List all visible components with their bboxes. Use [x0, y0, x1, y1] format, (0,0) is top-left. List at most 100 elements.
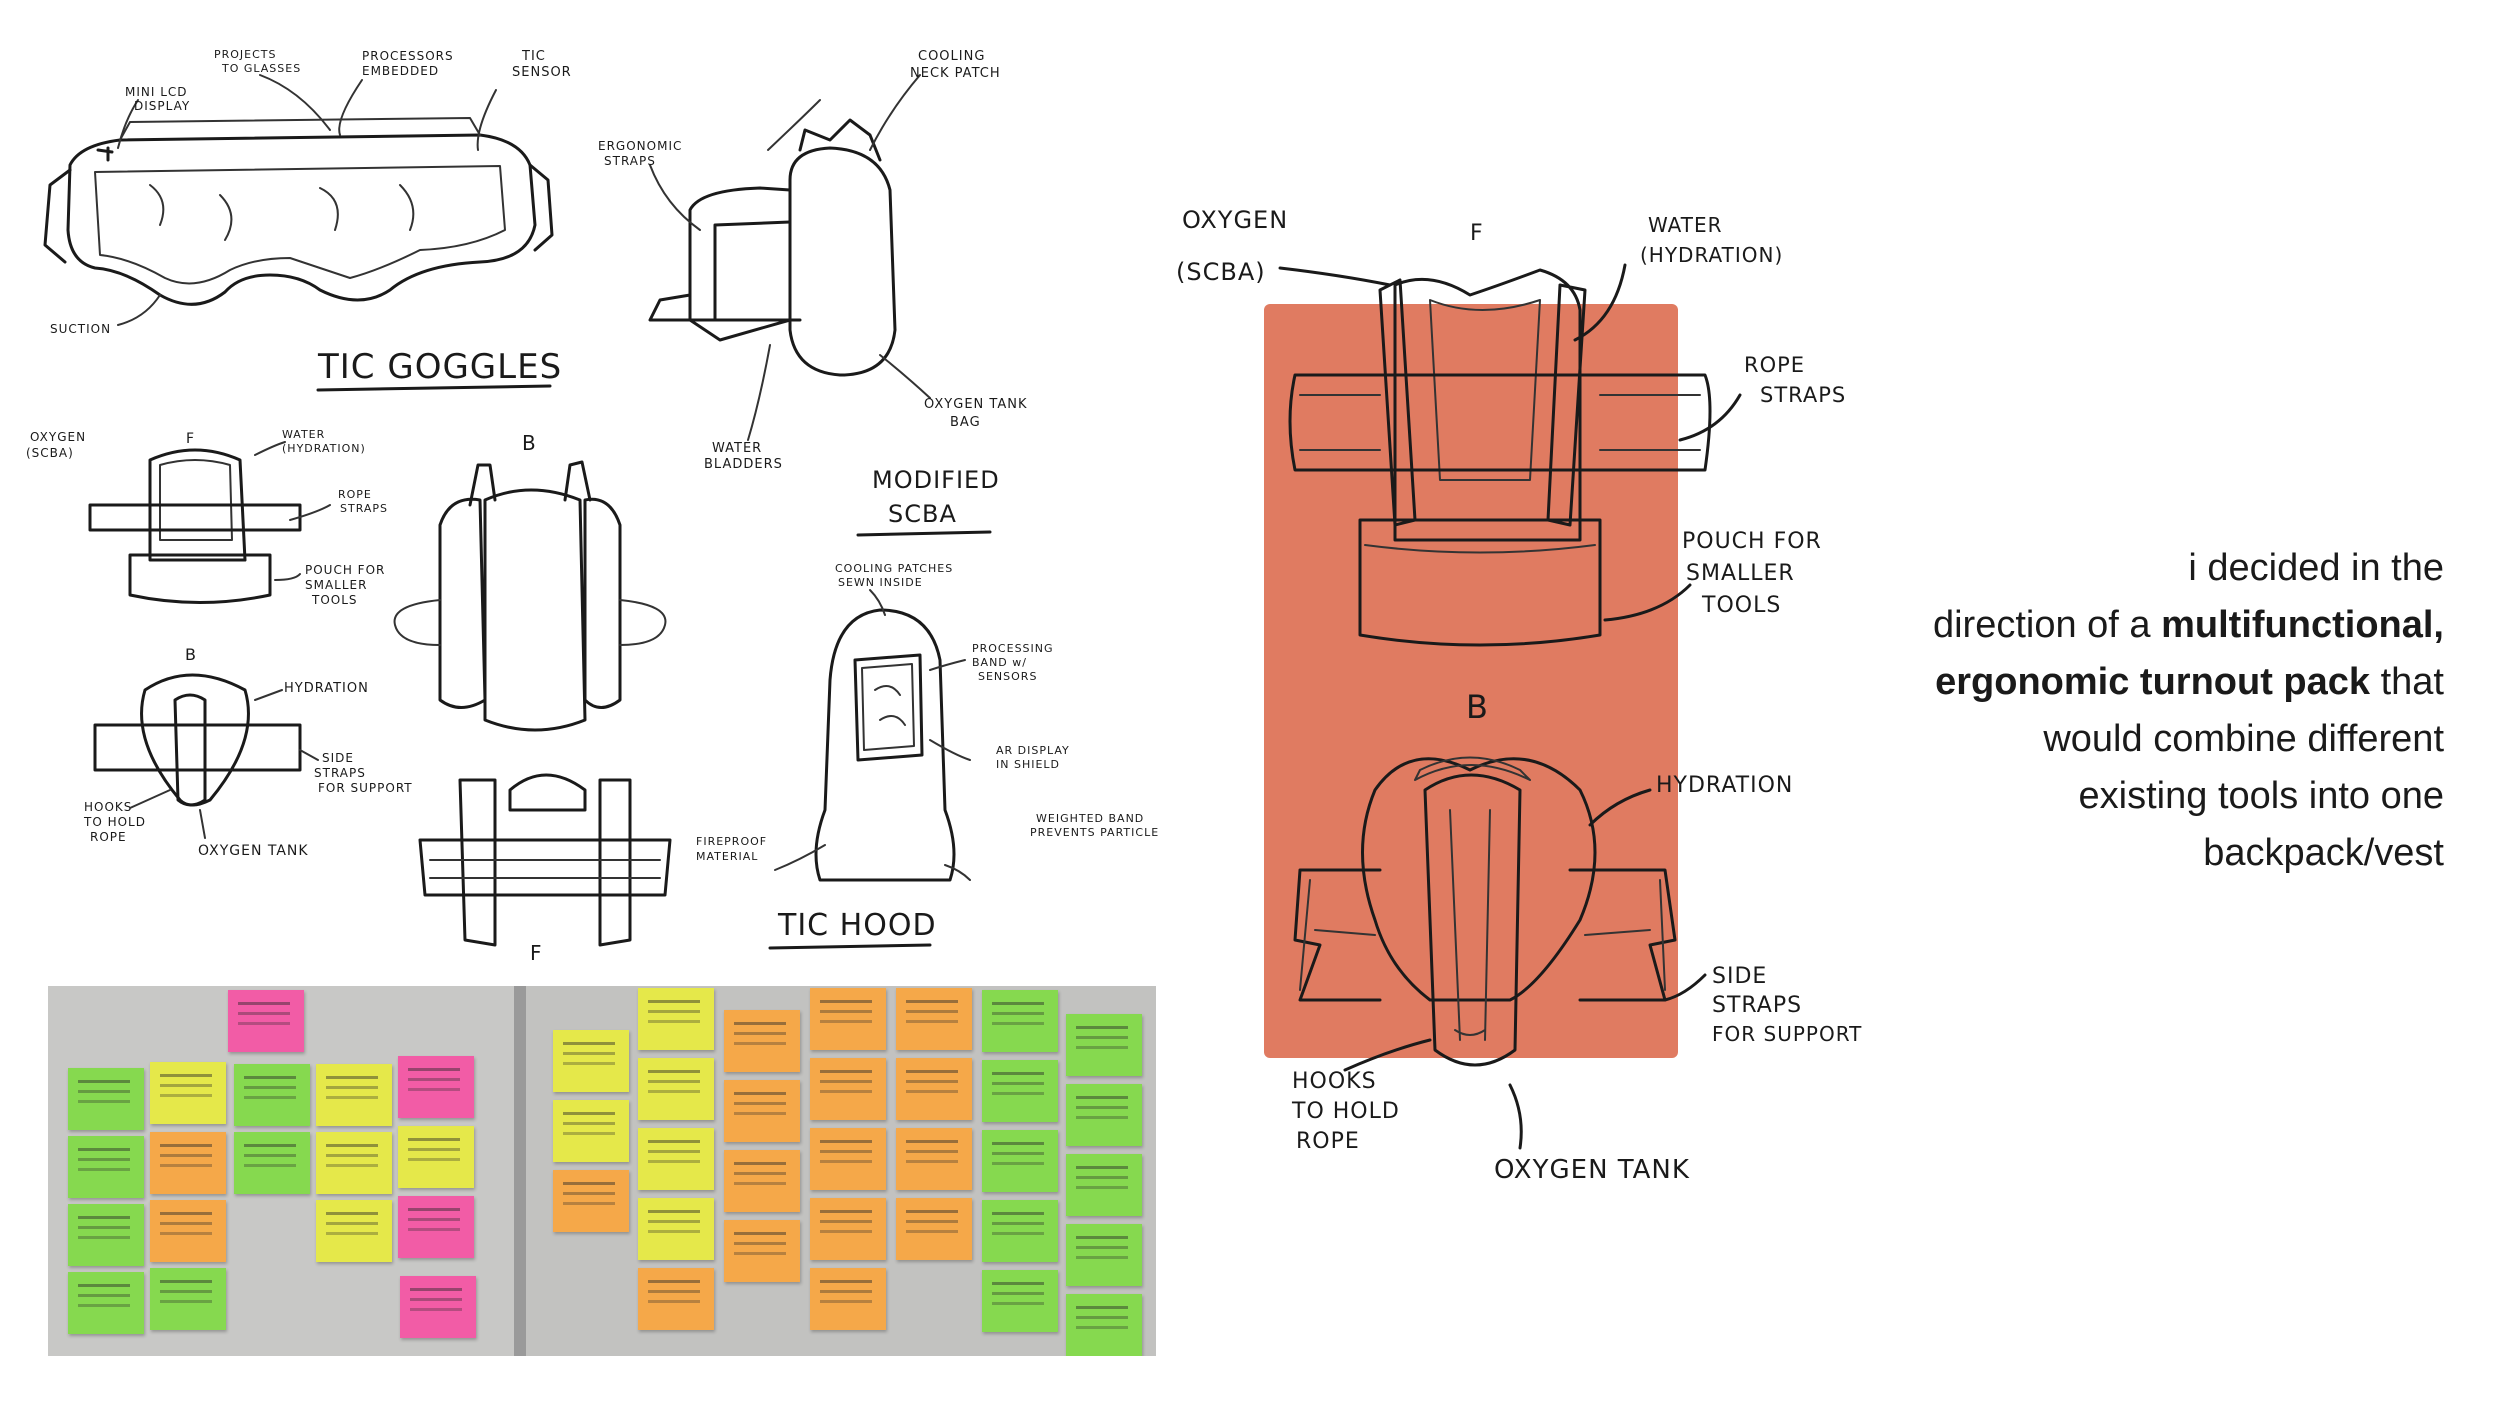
sticky-note: [810, 988, 886, 1050]
sticky-note: [638, 1058, 714, 1120]
hood-label-fire-2: MATERIAL: [696, 850, 758, 863]
big-label-pouch-2: SMALLER: [1686, 561, 1795, 586]
label-tic-1: TIC: [521, 49, 546, 64]
sticky-note: [68, 1272, 144, 1334]
description-line-3: ergonomic turnout pack that: [1744, 654, 2444, 711]
sticky-note: [896, 1128, 972, 1190]
small-label-side-2: STRAPS: [314, 766, 366, 780]
scba-title-2: SCBA: [888, 500, 957, 528]
big-label-side-1: SIDE: [1712, 964, 1767, 989]
middle-f: F: [530, 941, 543, 965]
big-label-water-1: WATER: [1648, 213, 1723, 237]
scba-label-cooling-1: COOLING: [918, 49, 985, 64]
middle-front-sketch: [418, 773, 672, 947]
sticky-note: [724, 1010, 800, 1072]
sticky-notes-photo: [48, 986, 1156, 1356]
big-label-hooks-3: ROPE: [1296, 1129, 1360, 1154]
small-label-rope-1: ROPE: [338, 488, 372, 501]
sticky-note: [896, 1058, 972, 1120]
description-line-5: existing tools into one: [2078, 775, 2444, 817]
description-line-3b: that: [2370, 661, 2444, 703]
label-projects-2: TO GLASSES: [221, 62, 301, 75]
big-label-water-2: (HYDRATION): [1640, 243, 1783, 267]
sticky-note: [810, 1268, 886, 1330]
sticky-note: [982, 1270, 1058, 1332]
small-label-oxygen-1: OXYGEN: [30, 430, 86, 444]
small-label-pouch-2: SMALLER: [305, 578, 367, 592]
sticky-note: [150, 1132, 226, 1194]
label-display: DISPLAY: [134, 99, 190, 113]
big-label-side-3: FOR SUPPORT: [1712, 1022, 1862, 1046]
sticky-note: [234, 1064, 310, 1126]
sticky-note: [982, 1130, 1058, 1192]
hood-label-weighted-1: WEIGHTED BAND: [1036, 812, 1144, 825]
sticky-note: [896, 988, 972, 1050]
big-label-rope-1: ROPE: [1744, 353, 1805, 377]
sticky-note: [68, 1204, 144, 1266]
sticky-note: [150, 1268, 226, 1330]
small-label-water-1: WATER: [282, 428, 325, 441]
sticky-note: [638, 1198, 714, 1260]
big-label-pouch-1: POUCH FOR: [1682, 529, 1822, 554]
small-label-oxygen-2: (SCBA): [26, 446, 74, 460]
sticky-note: [400, 1276, 476, 1338]
big-label-side-2: STRAPS: [1712, 993, 1802, 1018]
small-pack-f: F: [186, 431, 195, 447]
sticky-note: [810, 1128, 886, 1190]
sticky-note: [724, 1220, 800, 1282]
hood-title: TIC HOOD: [777, 908, 937, 943]
hood-label-processing-2: BAND w/: [972, 656, 1027, 669]
sticky-note: [982, 1060, 1058, 1122]
sticky-note: [724, 1150, 800, 1212]
sticky-note: [1066, 1224, 1142, 1286]
scba-label-ergo-1: ERGONOMIC: [598, 139, 682, 153]
hood-label-processing-1: PROCESSING: [972, 642, 1054, 655]
small-label-hooks-1: HOOKS: [84, 800, 132, 814]
label-projects-1: PROJECTS: [214, 48, 277, 61]
sticky-note: [810, 1198, 886, 1260]
small-label-side-1: SIDE: [322, 751, 354, 765]
sticky-note: [1066, 1294, 1142, 1356]
big-label-rope-2: STRAPS: [1760, 383, 1846, 407]
small-label-pouch-3: TOOLS: [311, 593, 358, 607]
small-label-water-2: (HYDRATION): [282, 442, 366, 455]
sticky-note: [68, 1068, 144, 1130]
label-mini-lcd: MINI LCD: [125, 85, 188, 99]
label-processors-2: EMBEDDED: [362, 64, 439, 78]
sticky-note: [316, 1132, 392, 1194]
scba-sketch: [648, 74, 931, 441]
sticky-note: [398, 1056, 474, 1118]
small-pack-back-leaders: [129, 689, 319, 839]
big-pack-front-sketch: [1288, 268, 1712, 647]
big-pack-b: B: [1466, 688, 1489, 726]
sticky-note: [638, 988, 714, 1050]
sticky-note: [316, 1200, 392, 1262]
big-label-oxygen-tank: OXYGEN TANK: [1494, 1155, 1690, 1185]
sticky-note: [398, 1126, 474, 1188]
label-suction: SUCTION: [50, 322, 111, 336]
middle-back-sketch: [393, 460, 667, 732]
big-label-oxygen-1: OXYGEN: [1182, 206, 1288, 234]
big-label-hooks-2: TO HOLD: [1291, 1099, 1400, 1124]
sticky-note: [1066, 1154, 1142, 1216]
sticky-note: [982, 1200, 1058, 1262]
description-line-2a: direction of a: [1932, 604, 2162, 646]
sticky-note: [1066, 1014, 1142, 1076]
small-label-pouch-1: POUCH FOR: [305, 563, 385, 577]
sticky-note: [810, 1058, 886, 1120]
label-tic-2: SENSOR: [512, 65, 572, 80]
goggles-title-underline: [316, 384, 552, 392]
sticky-note: [68, 1136, 144, 1198]
scba-title-underline: [856, 530, 992, 537]
hood-sketch: [774, 589, 971, 882]
sticky-note: [316, 1064, 392, 1126]
hood-label-processing-3: SENSORS: [978, 670, 1037, 683]
sticky-note: [228, 990, 304, 1052]
scba-label-cooling-2: NECK PATCH: [910, 66, 1001, 81]
description-text: i decided in the direction of a multifun…: [1744, 540, 2444, 882]
description-line-4: would combine different: [2043, 718, 2444, 760]
sticky-note: [982, 990, 1058, 1052]
big-label-hydration: HYDRATION: [1656, 773, 1793, 798]
small-label-hooks-2: TO HOLD: [83, 815, 146, 829]
